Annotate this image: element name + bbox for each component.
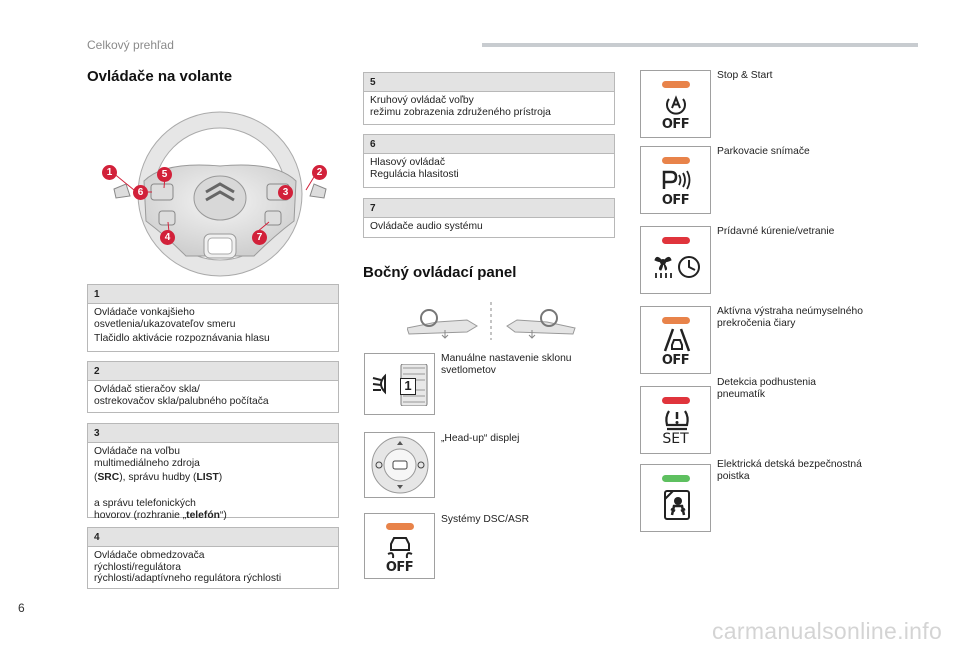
box-text: Ovládače vonkajšieho osvetlenia/ukazovat…	[94, 307, 236, 330]
steering-controls-title: Ovládače na volante	[87, 68, 233, 85]
box-number: 6	[364, 135, 614, 154]
headlamp-leveling-label: Manuálne nastavenie sklonu svetlometov	[441, 353, 572, 376]
box-number: 3	[88, 424, 338, 443]
info-box-6: 6 Hlasový ovládač Regulácia hlasitosti	[363, 134, 615, 188]
head-up-dial-icon	[371, 436, 429, 494]
auxiliary-heating-label: Prídavné kúrenie/vetranie	[717, 226, 835, 237]
stop-start-button[interactable]: OFF	[640, 70, 711, 138]
tyre-pressure-icon	[665, 410, 689, 431]
callout-4: 4	[160, 230, 175, 245]
box-text: Hlasový ovládač Regulácia hlasitosti	[370, 157, 459, 180]
off-label: OFF	[661, 193, 690, 208]
dsc-asr-button[interactable]: OFF	[364, 513, 435, 579]
page-number: 6	[18, 601, 25, 615]
box-text: Tlačidlo aktivácie rozpoznávania hlasu	[94, 333, 270, 344]
box-number: 1	[88, 285, 338, 304]
status-lamp	[661, 237, 690, 244]
callout-3: 3	[278, 185, 293, 200]
info-box-4: 4 Ovládače obmedzovača rýchlosti/regulát…	[87, 527, 339, 589]
callout-6: 6	[133, 185, 148, 200]
child-lock-button[interactable]	[640, 464, 711, 532]
callout-5: 5	[157, 167, 172, 182]
info-box-1: 1 Ovládače vonkajšieho osvetlenia/ukazov…	[87, 284, 339, 352]
info-box-3: 3 Ovládače na voľbu multimediálneho zdro…	[87, 423, 339, 521]
heater-timer-icon	[654, 256, 700, 278]
side-panel-title: Bočný ovládací panel	[363, 264, 517, 281]
stop-start-icon	[666, 95, 686, 115]
box-text: Ovládač stieračov skla/ ostrekovačov skl…	[94, 384, 269, 407]
box-number: 4	[88, 528, 338, 547]
lane-departure-label: Aktívna výstraha neúmyselného prekročeni…	[717, 306, 863, 329]
box-text: Ovládače na voľbu multimediálneho zdroja	[94, 446, 200, 469]
stop-start-label: Stop & Start	[717, 70, 773, 81]
parking-sensors-label: Parkovacie snímače	[717, 146, 810, 157]
status-lamp	[661, 397, 690, 404]
callout-2: 2	[312, 165, 327, 180]
head-up-display-panel	[364, 432, 435, 498]
status-lamp	[661, 157, 690, 164]
info-box-7: 7 Ovládače audio systému	[363, 198, 615, 238]
parking-sensor-icon	[662, 170, 691, 190]
status-lamp	[661, 317, 690, 324]
box-text-formatted: (SRC), správu hudby (LIST)	[94, 472, 223, 483]
tyre-pressure-label: Detekcia podhustenia pneumatík	[717, 377, 817, 400]
box-number: 7	[364, 199, 614, 218]
box-text: Ovládače audio systému	[370, 221, 483, 232]
auxiliary-heating-button[interactable]	[640, 226, 711, 294]
set-label: SET	[662, 431, 689, 447]
watermark: carmanualsonline.info	[712, 618, 943, 644]
lane-departure-button[interactable]: OFF	[640, 306, 711, 374]
box-text: Ovládače obmedzovača rýchlosti/regulátor…	[94, 550, 282, 584]
dsc-asr-label: Systémy DSC/ASR	[441, 514, 530, 525]
off-label: OFF	[385, 560, 414, 575]
box-number: 5	[364, 73, 614, 92]
section-header: Celkový prehľad	[87, 38, 174, 52]
head-up-display-label: „Head-up“ displej	[441, 433, 520, 444]
box-text: Kruhový ovládač voľby režimu zobrazenia …	[370, 95, 551, 118]
info-box-2: 2 Ovládač stieračov skla/ ostrekovačov s…	[87, 361, 339, 413]
off-label: OFF	[661, 117, 690, 132]
header-rule	[482, 43, 918, 47]
off-label: OFF	[661, 353, 690, 368]
lane-departure-icon	[663, 328, 691, 352]
child-lock-icon	[664, 490, 690, 520]
callout-1: 1	[102, 165, 117, 180]
headlamp-leveling-panel: 1	[364, 353, 435, 415]
tyre-pressure-button[interactable]: SET	[640, 386, 711, 454]
parking-sensors-button[interactable]: OFF	[640, 146, 711, 214]
callout-7: 7	[252, 230, 267, 245]
box-number: 2	[88, 362, 338, 381]
info-box-5: 5 Kruhový ovládač voľby režimu zobrazeni…	[363, 72, 615, 125]
status-lamp	[661, 81, 690, 88]
stability-control-icon	[387, 537, 413, 559]
dashboard-side-panel-illustration	[407, 302, 576, 340]
status-lamp	[385, 523, 414, 530]
box-text-formatted: a správu telefonických hovorov (rozhrani…	[94, 498, 227, 521]
status-lamp	[661, 475, 690, 482]
leveling-digit: 1	[400, 378, 416, 395]
child-lock-label: Elektrická detská bezpečnostná poistka	[717, 459, 862, 482]
